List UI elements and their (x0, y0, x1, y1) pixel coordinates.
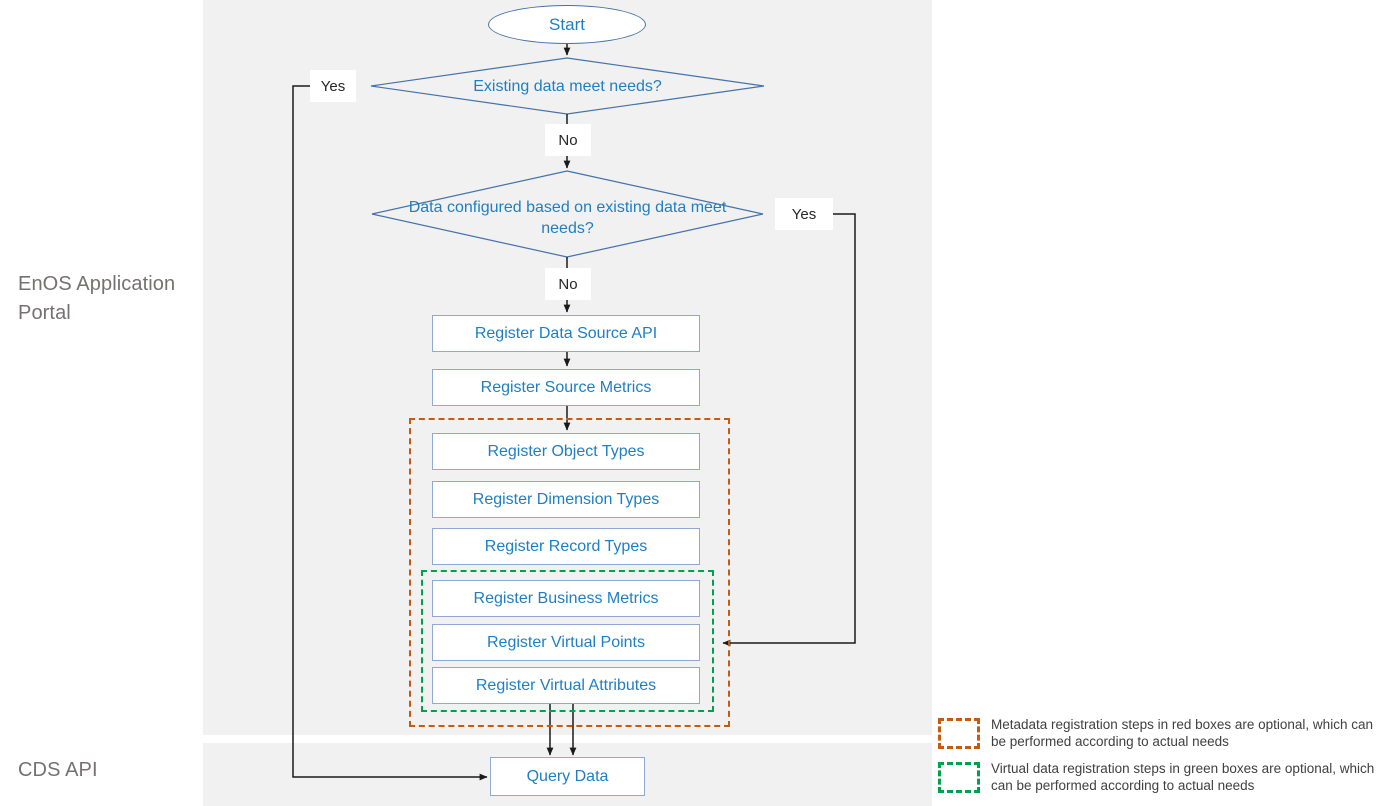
legend-item-red: Metadata registration steps in red boxes… (938, 716, 1378, 750)
node-query-data[interactable]: Query Data (490, 757, 645, 796)
legend-text-green: Virtual data registration steps in green… (991, 761, 1375, 793)
legend-text-red: Metadata registration steps in red boxes… (991, 717, 1373, 749)
decision-label-existing-data: Existing data meet needs? (473, 77, 662, 95)
legend: Metadata registration steps in red boxes… (938, 716, 1378, 804)
edge-label-yes-2: Yes (775, 198, 833, 230)
node-register-record-types[interactable]: Register Record Types (432, 528, 700, 565)
node-register-data-source-api[interactable]: Register Data Source API (432, 315, 700, 352)
node-register-virtual-attributes[interactable]: Register Virtual Attributes (432, 667, 700, 704)
edge-label-no-1: No (545, 124, 591, 156)
node-register-dimension-types[interactable]: Register Dimension Types (432, 481, 700, 518)
node-start[interactable]: Start (488, 5, 646, 44)
lane-label-enos: EnOS Application Portal (18, 273, 176, 324)
optional-metadata-group-box (409, 418, 730, 727)
lane-label-cds: CDS API (18, 759, 98, 781)
red-dashed-box-icon (938, 718, 980, 749)
node-register-object-types[interactable]: Register Object Types (432, 433, 700, 470)
green-dashed-box-icon (938, 762, 980, 793)
optional-virtual-data-group-box (421, 570, 714, 712)
edge-label-yes-1: Yes (310, 70, 356, 102)
node-register-source-metrics[interactable]: Register Source Metrics (432, 369, 700, 406)
decision-label-data-configured: Data configured based on existing data m… (408, 199, 727, 237)
edge-label-no-2: No (545, 268, 591, 300)
node-register-virtual-points[interactable]: Register Virtual Points (432, 624, 700, 661)
node-register-business-metrics[interactable]: Register Business Metrics (432, 580, 700, 617)
legend-item-green: Virtual data registration steps in green… (938, 760, 1378, 794)
